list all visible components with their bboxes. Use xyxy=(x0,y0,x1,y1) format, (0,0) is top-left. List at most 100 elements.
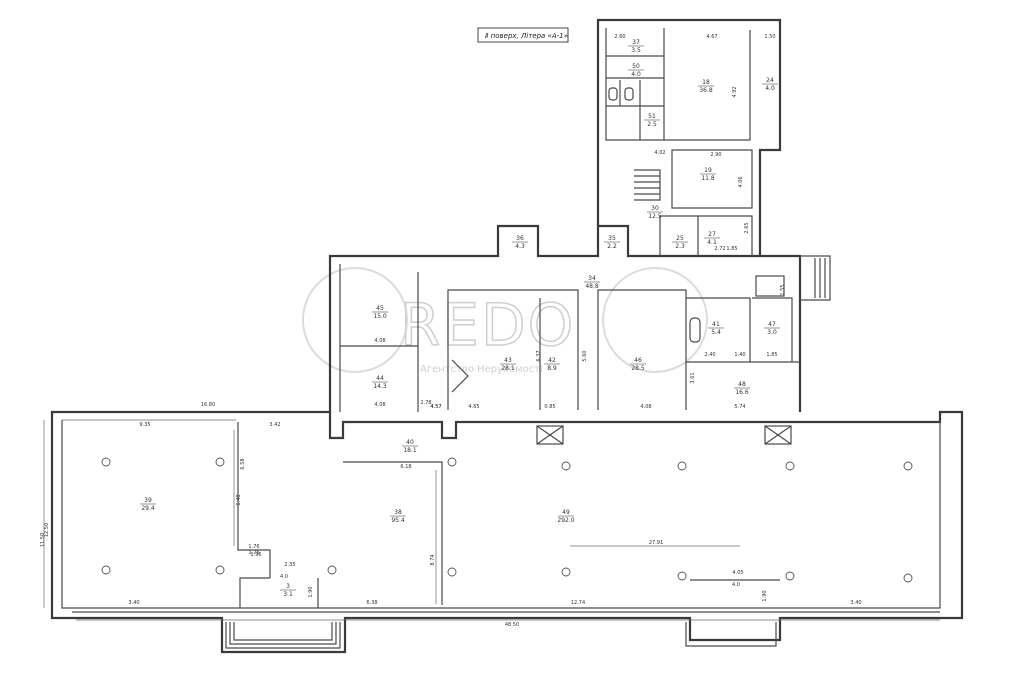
dimension-label: 12.74 xyxy=(571,600,585,606)
dimension-label: 1.90 xyxy=(308,586,314,597)
dimension-label: 3.42 xyxy=(269,422,280,428)
dimension-label: 4.08 xyxy=(640,404,651,410)
room-area-42: 8.9 xyxy=(547,365,557,372)
room-area-24: 4.0 xyxy=(765,85,775,92)
room-number-50: 50 xyxy=(632,63,640,70)
dimension-label: 6.18 xyxy=(400,464,411,470)
room-number-24: 24 xyxy=(766,77,774,84)
room-area-37: 3.5 xyxy=(631,47,641,54)
room-area-34: 48.8 xyxy=(585,283,599,290)
dimension-label: 48.50 xyxy=(505,622,519,628)
room-area-50: 4.0 xyxy=(631,71,641,78)
room-number-30: 30 xyxy=(651,205,659,212)
room-number-40: 40 xyxy=(406,439,414,446)
dimension-label: 3.40 xyxy=(850,600,861,606)
room-area-30: 12.5 xyxy=(648,213,662,220)
dimension-label: 2.40 xyxy=(704,352,715,358)
dimension-label: 1.76 xyxy=(248,544,259,550)
columns xyxy=(101,457,913,583)
dimension-label: 4.57 xyxy=(430,404,441,410)
dimension-label: 3.61 xyxy=(690,372,696,383)
room-area-45: 15.0 xyxy=(373,313,387,320)
dimension-label: 4.92 xyxy=(732,86,738,97)
dimension-label: 1.90 xyxy=(762,590,768,601)
upper-wing-walls xyxy=(596,18,782,256)
dimension-label: 1.85 xyxy=(726,246,737,252)
dimension-label: 4.0 xyxy=(732,582,740,588)
dimension-label: 16.80 xyxy=(201,402,215,408)
room-area-18: 36.8 xyxy=(699,87,713,94)
room-area-36: 4.3 xyxy=(515,243,525,250)
room-area-27: 4.1 xyxy=(707,239,717,246)
room-number-3: 3 xyxy=(286,583,290,590)
dimension-label: 4.08 xyxy=(374,402,385,408)
dimension-label: 4.57 xyxy=(430,404,441,410)
room-area-40: 18.1 xyxy=(403,447,417,454)
dimension-label: 6.58 xyxy=(240,458,246,469)
room-number-34: 34 xyxy=(588,275,596,282)
dimension-label: 2.90 xyxy=(710,152,721,158)
room-number-46: 46 xyxy=(634,357,642,364)
dimension-label: 5.60 xyxy=(582,350,588,361)
dimension-label: 27.91 xyxy=(649,540,663,546)
dimension-label: 1.40 xyxy=(734,352,745,358)
floor-title: Ⅱ поверх, Літера «А-1» xyxy=(485,32,568,40)
room-number-39: 39 xyxy=(144,497,152,504)
room-area-43: 28.1 xyxy=(501,365,515,372)
dimension-label: 4.05 xyxy=(732,570,743,576)
dimension-label: 4.67 xyxy=(706,34,717,40)
dimension-label: 1.50 xyxy=(764,34,775,40)
room-number-51: 51 xyxy=(648,113,656,120)
dimension-label: 8.74 xyxy=(430,554,436,565)
dimension-label: 0.85 xyxy=(544,404,555,410)
watermark-subtitle: Агентство Нерухомості xyxy=(420,363,543,375)
room-number-19: 19 xyxy=(704,167,712,174)
room-area-41: 5.4 xyxy=(711,329,721,336)
lower-wing-walls xyxy=(50,410,964,654)
room-number-35: 35 xyxy=(608,235,616,242)
middle-wing-walls xyxy=(328,224,831,412)
room-area-51: 2.5 xyxy=(647,121,657,128)
room-area-39: 29.4 xyxy=(141,505,155,512)
room-area-47: 3.0 xyxy=(767,329,777,336)
room-area-44: 14.3 xyxy=(373,383,387,390)
watermark: REDO Агентство Нерухомості xyxy=(302,267,708,375)
dimension-label: 2.72 xyxy=(714,246,725,252)
dimension-label: 6.37 xyxy=(536,350,542,361)
watermark-logo-text: REDO xyxy=(400,291,575,359)
room-area-3: 3.1 xyxy=(283,591,293,598)
dimension-label: 1.85 xyxy=(766,352,777,358)
dimension-label: 2.35 xyxy=(284,562,295,568)
room-number-25: 25 xyxy=(676,235,684,242)
dimension-label: 6.48 xyxy=(236,494,242,505)
room-number-48: 48 xyxy=(738,381,746,388)
dimension-lines xyxy=(43,419,940,621)
dimension-label: 1.76 xyxy=(248,550,259,556)
room-number-45: 45 xyxy=(376,305,384,312)
room-area-38: 95.4 xyxy=(391,517,405,524)
room-area-46: 28.5 xyxy=(631,365,645,372)
dimension-label: 4.02 xyxy=(654,150,665,156)
dimension-label: 5.74 xyxy=(734,404,745,410)
dimension-label: 4.08 xyxy=(374,338,385,344)
room-area-19: 11.8 xyxy=(701,175,715,182)
room-number-49: 49 xyxy=(562,509,570,516)
dimension-label: 2.65 xyxy=(744,222,750,233)
dimension-label: 11.50 xyxy=(40,533,46,547)
dimension-label: 3.40 xyxy=(128,600,139,606)
dimension-label: 4.0 xyxy=(280,574,288,580)
room-labels: 3929.43895.44018.149292.04515.04414.3432… xyxy=(140,39,780,598)
room-number-41: 41 xyxy=(712,321,720,328)
room-number-37: 37 xyxy=(632,39,640,46)
dimension-label: 12.50 xyxy=(44,523,50,537)
dimension-label: 9.35 xyxy=(139,422,150,428)
room-area-48: 16.6 xyxy=(735,389,749,396)
title-stamp-frame xyxy=(477,27,569,43)
dimension-label: 2.60 xyxy=(614,34,625,40)
room-number-44: 44 xyxy=(376,375,384,382)
dimension-label: 2.78 xyxy=(420,400,431,406)
room-number-42: 42 xyxy=(548,357,556,364)
room-number-36: 36 xyxy=(516,235,524,242)
